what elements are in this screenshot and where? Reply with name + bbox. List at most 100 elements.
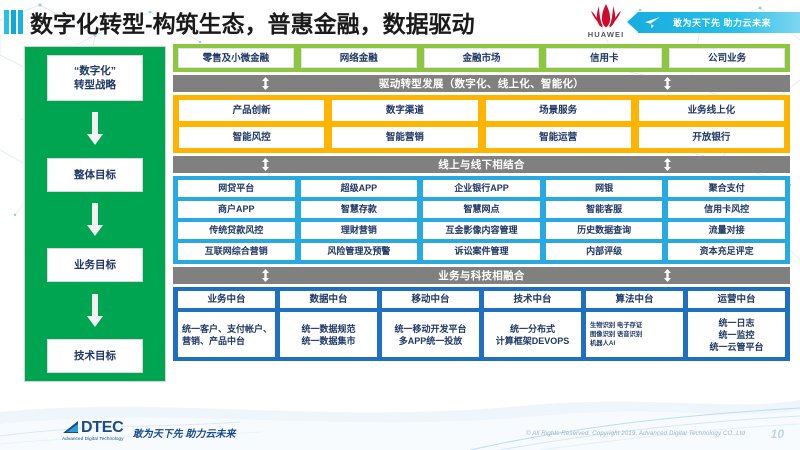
page-title: 数字化转型-构筑生态，普惠金融，数据驱动 xyxy=(30,11,475,37)
overall-goal-item-1-0[interactable]: 智能风控 xyxy=(179,127,325,148)
tech-goal-grid: 业务中台 统一客户、支付帐户、营销、产品中台 数据中台 统一数据规范统一数据集市… xyxy=(178,291,785,357)
arrow-down-icon xyxy=(87,203,103,236)
arrow-updown-icon xyxy=(262,269,269,282)
overall-goal-item-0-3[interactable]: 业务线上化 xyxy=(638,100,784,121)
tech-goal-body-3[interactable]: 统一分布式计算框架DEVOPS xyxy=(484,312,581,357)
strategy-arrow-0 xyxy=(86,101,104,158)
tech-goal-head-2[interactable]: 移动中台 xyxy=(382,291,479,308)
business-goal-item-0-3[interactable]: 网银 xyxy=(545,180,663,197)
tech-goal-column-2: 移动中台 统一移动开发平台多APP统一投放 xyxy=(382,291,479,357)
strategy-step-1[interactable]: 整体目标 xyxy=(47,157,143,192)
footer-wave-decoration xyxy=(0,400,800,450)
tech-goal-head-4[interactable]: 算法中台 xyxy=(586,291,683,308)
huawei-slogan-banner: 敢为天下先 助力云未来 xyxy=(627,12,800,33)
overall-goal-item-1-3[interactable]: 开放银行 xyxy=(638,127,784,148)
business-goal-item-0-0[interactable]: 网贷平台 xyxy=(178,180,295,197)
overall-goal-band: 产品创新 数字渠道 场景服务 业务线上化 智能风控 智能营销 智能运营 开放银行 xyxy=(173,95,790,153)
business-goal-row-3: 互联网综合营销 风险管理及预警 诉讼案件管理 内部评级 资本充足评定 xyxy=(178,243,785,260)
business-goal-item-3-3[interactable]: 内部评级 xyxy=(545,243,663,260)
connector-band-1: 驱动转型发展（数字化、线上化、智能化） xyxy=(173,75,790,92)
business-goal-item-3-1[interactable]: 风险管理及预警 xyxy=(300,243,418,260)
business-goal-band: 网贷平台 超级APP 企业银行APP 网银 聚合支付 商户APP 智慧存款 智慧… xyxy=(173,176,790,264)
business-line-0[interactable]: 零售及小微金融 xyxy=(178,48,294,68)
business-goal-item-1-2[interactable]: 智慧网点 xyxy=(423,201,540,218)
strategy-step-2[interactable]: 业务目标 xyxy=(47,248,143,283)
strategy-step-3-label: 技术目标 xyxy=(74,350,116,363)
business-goal-item-1-0[interactable]: 商户APP xyxy=(178,201,295,218)
slide-header: 数字化转型-构筑生态，普惠金融，数据驱动 HUAWEI 敢为天下先 助力云未来 xyxy=(0,0,800,42)
business-goal-item-2-2[interactable]: 互金影像内容管理 xyxy=(423,222,540,239)
business-goal-item-1-3[interactable]: 智能客服 xyxy=(545,201,663,218)
tech-goal-column-5: 运营中台 统一日志统一监控统一云管平台 xyxy=(688,291,785,357)
arrow-updown-icon xyxy=(262,158,269,171)
tech-goal-head-1[interactable]: 数据中台 xyxy=(280,291,377,308)
strategy-step-0[interactable]: “数字化” 转型战略 xyxy=(47,55,143,101)
tech-goal-head-0[interactable]: 业务中台 xyxy=(178,291,275,308)
business-goal-item-2-1[interactable]: 理财营销 xyxy=(300,222,418,239)
overall-goal-item-1-1[interactable]: 智能营销 xyxy=(332,127,478,148)
connector-band-3-label: 业务与科技相融合 xyxy=(438,270,525,282)
overall-goal-item-0-0[interactable]: 产品创新 xyxy=(179,100,325,121)
overall-goal-item-0-2[interactable]: 场景服务 xyxy=(485,100,631,121)
huawei-flower-icon xyxy=(591,4,621,28)
overall-goal-item-0-1[interactable]: 数字渠道 xyxy=(332,100,478,121)
strategy-column: “数字化” 转型战略 整体目标 业务目标 xyxy=(24,46,166,382)
arrow-updown-icon xyxy=(664,158,671,171)
dtec-logo-mark: DTEC Advanced Digital Technology xyxy=(62,419,124,442)
tech-goal-column-4: 算法中台 生物识别 电子存证图像识别 语音识别机器人AI xyxy=(586,291,683,357)
slide-footer: DTEC Advanced Digital Technology 敢为天下先 助… xyxy=(0,394,800,450)
business-goal-item-3-0[interactable]: 互联网综合营销 xyxy=(178,243,295,260)
business-goal-row-2: 传统贷款风控 理财营销 互金影像内容管理 历史数据查询 流量对接 xyxy=(178,222,785,239)
huawei-banner-text: 敢为天下先 助力云未来 xyxy=(673,18,772,28)
tech-goal-column-0: 业务中台 统一客户、支付帐户、营销、产品中台 xyxy=(178,291,275,357)
tech-goal-body-2[interactable]: 统一移动开发平台多APP统一投放 xyxy=(382,312,479,357)
slide-body: “数字化” 转型战略 整体目标 业务目标 xyxy=(0,42,800,400)
huawei-logo: HUAWEI xyxy=(578,2,634,40)
huawei-wordmark: HUAWEI xyxy=(587,30,625,39)
connector-band-2: 线上与线下相结合 xyxy=(173,156,790,173)
business-goal-item-0-1[interactable]: 超级APP xyxy=(300,180,418,197)
connector-band-1-label: 驱动转型发展（数字化、线上化、智能化） xyxy=(378,78,585,90)
arrow-updown-icon xyxy=(664,77,671,90)
business-goal-item-3-4[interactable]: 资本充足评定 xyxy=(668,243,785,260)
paper-plane-icon xyxy=(645,17,660,29)
overall-goal-row-1: 智能风控 智能营销 智能运营 开放银行 xyxy=(179,127,784,148)
business-goal-item-1-1[interactable]: 智慧存款 xyxy=(300,201,418,218)
strategy-arrow-1 xyxy=(86,192,104,249)
business-goal-item-2-0[interactable]: 传统贷款风控 xyxy=(178,222,295,239)
business-line-4[interactable]: 公司业务 xyxy=(669,48,785,68)
tech-goal-head-3[interactable]: 技术中台 xyxy=(484,291,581,308)
strategy-step-1-label: 整体目标 xyxy=(74,168,116,181)
tech-goal-body-4[interactable]: 生物识别 电子存证图像识别 语音识别机器人AI xyxy=(586,312,683,357)
copyright-text: © All Rights Reserved. Copyright 2019, A… xyxy=(525,430,745,437)
footer-slogan: 敢为天下先 助力云未来 xyxy=(132,429,236,440)
business-line-3[interactable]: 信用卡 xyxy=(546,48,663,68)
dtec-logo: DTEC Advanced Digital Technology 敢为天下先 助… xyxy=(62,419,236,442)
tech-goal-body-5[interactable]: 统一日志统一监控统一云管平台 xyxy=(688,312,785,357)
business-line-1[interactable]: 网络金融 xyxy=(300,48,417,68)
business-goal-item-3-2[interactable]: 诉讼案件管理 xyxy=(423,243,540,260)
tech-goal-body-0[interactable]: 统一客户、支付帐户、营销、产品中台 xyxy=(178,312,275,357)
business-goal-item-2-3[interactable]: 历史数据查询 xyxy=(545,222,663,239)
dtec-triangle-icon xyxy=(63,421,78,433)
business-goal-item-2-4[interactable]: 流量对接 xyxy=(668,222,785,239)
dtec-tagline: Advanced Digital Technology xyxy=(62,436,124,441)
arrow-updown-icon xyxy=(262,77,269,90)
business-goal-row-0: 网贷平台 超级APP 企业银行APP 网银 聚合支付 xyxy=(178,180,785,197)
tech-goal-column-1: 数据中台 统一数据规范统一数据集市 xyxy=(280,291,377,357)
tech-goal-body-1[interactable]: 统一数据规范统一数据集市 xyxy=(280,312,377,357)
business-goal-item-0-4[interactable]: 聚合支付 xyxy=(668,180,785,197)
connector-band-2-label: 线上与线下相结合 xyxy=(438,159,525,171)
overall-goal-row-0: 产品创新 数字渠道 场景服务 业务线上化 xyxy=(179,100,784,121)
business-goal-row-1: 商户APP 智慧存款 智慧网点 智能客服 信用卡风控 xyxy=(178,201,785,218)
business-goal-item-0-2[interactable]: 企业银行APP xyxy=(423,180,540,197)
dtec-wordmark: DTEC xyxy=(81,419,124,436)
strategy-step-0-line2: 转型战略 xyxy=(74,79,116,91)
business-goal-item-1-4[interactable]: 信用卡风控 xyxy=(668,201,785,218)
tech-goal-head-5[interactable]: 运营中台 xyxy=(688,291,785,308)
strategy-step-3[interactable]: 技术目标 xyxy=(47,339,143,374)
strategy-step-2-label: 业务目标 xyxy=(74,259,116,272)
overall-goal-item-1-2[interactable]: 智能运营 xyxy=(485,127,631,148)
business-line-2[interactable]: 金融市场 xyxy=(423,48,540,68)
